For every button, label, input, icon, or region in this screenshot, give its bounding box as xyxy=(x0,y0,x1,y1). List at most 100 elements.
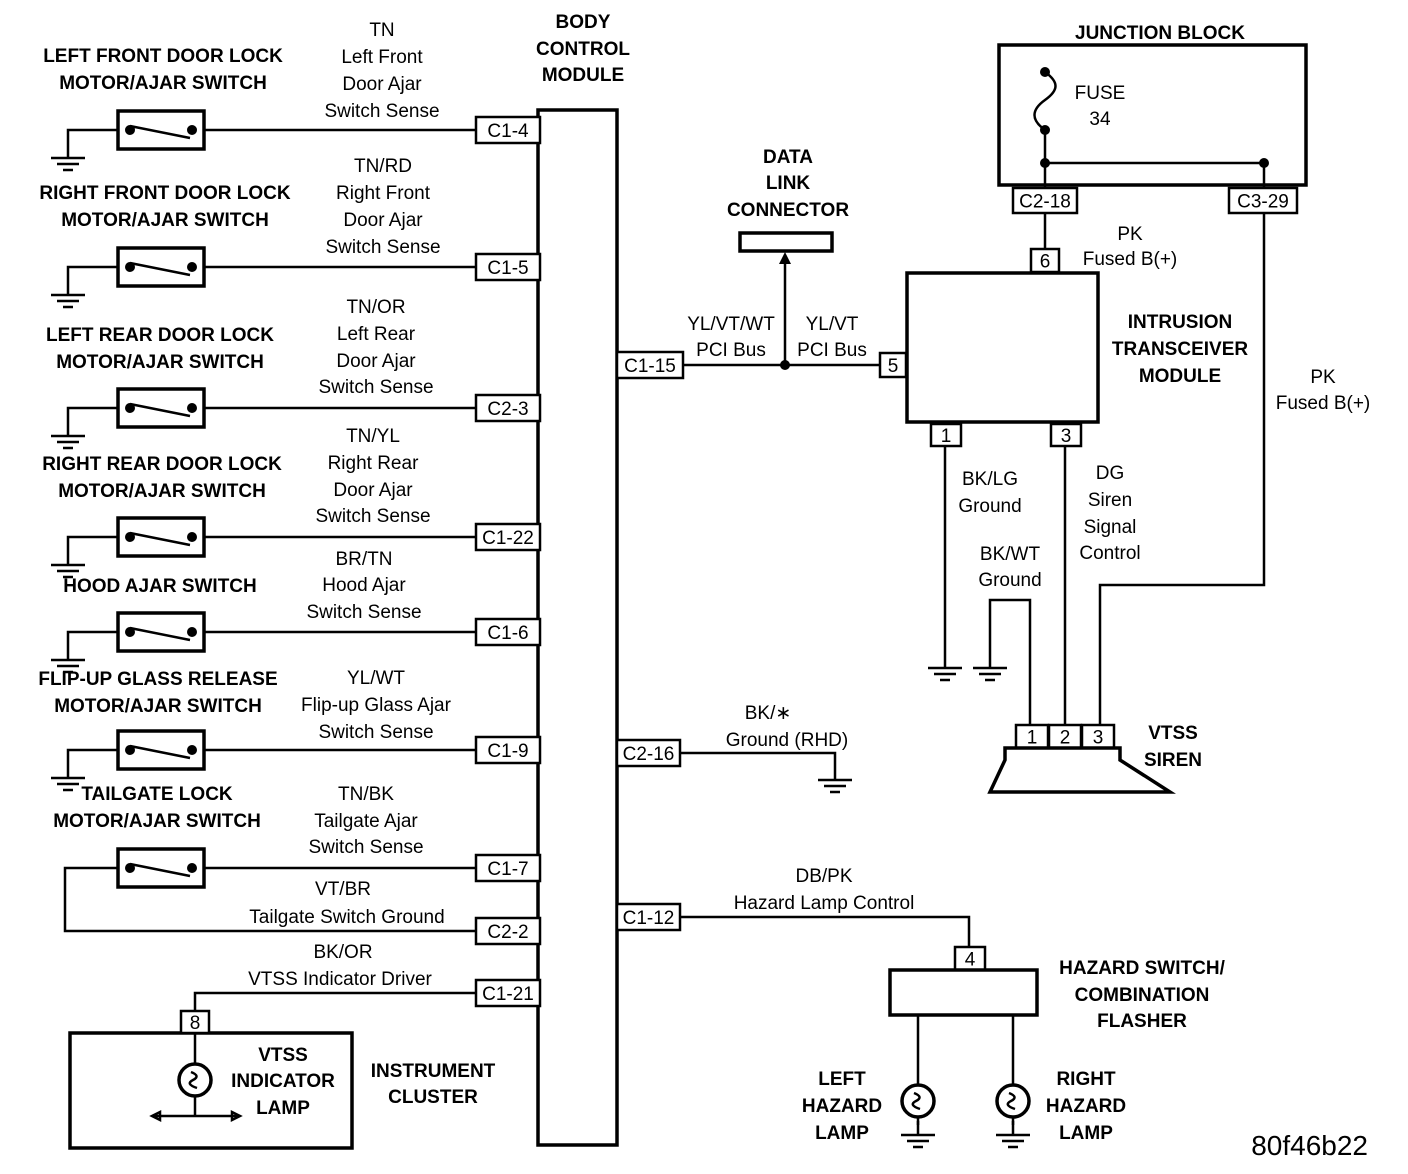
wire-label: Left Rear xyxy=(337,324,416,345)
wire-label: Siren xyxy=(1088,490,1132,511)
wire-label: PK xyxy=(1310,367,1336,388)
switch-contact xyxy=(187,745,197,755)
itm-pin-label: 1 xyxy=(941,426,952,447)
bcm-connector-label: C1-4 xyxy=(487,121,529,142)
wire-label: TN/OR xyxy=(346,297,405,318)
hazard-control-wire xyxy=(680,915,971,947)
indicator-wire xyxy=(193,991,476,1011)
dlc-title: DATA xyxy=(763,147,813,168)
bcm-connector xyxy=(474,115,542,145)
switch-name: RIGHT REAR DOOR LOCK xyxy=(42,454,282,475)
hazard-name: HAZARD SWITCH/ xyxy=(1059,958,1225,979)
bcm-title: CONTROL xyxy=(536,39,630,60)
left-lamp-name: LAMP xyxy=(815,1123,869,1144)
wire-label: DB/PK xyxy=(795,866,852,887)
cluster-pin-label: 8 xyxy=(190,1013,201,1034)
switch-name: MOTOR/AJAR SWITCH xyxy=(56,352,264,373)
siren-power-wire xyxy=(1098,213,1266,725)
ground-icon xyxy=(818,766,852,794)
wire xyxy=(680,751,837,766)
itm-pin xyxy=(878,351,908,379)
bcm-connector xyxy=(474,522,542,552)
switch-name: MOTOR/AJAR SWITCH xyxy=(53,811,261,832)
ground-icon xyxy=(51,551,85,579)
siren-name: SIREN xyxy=(1144,750,1202,771)
ground-icon xyxy=(51,764,85,792)
wire-label: PCI Bus xyxy=(797,340,867,361)
siren-name: VTSS xyxy=(1148,723,1198,744)
siren-ground-wire xyxy=(988,598,1032,725)
double-arrow-icon xyxy=(149,1109,243,1123)
switch-name: LEFT FRONT DOOR LOCK xyxy=(43,46,283,67)
dlc-title: LINK xyxy=(766,173,811,194)
switch-blade xyxy=(129,124,191,140)
filament-icon xyxy=(911,1091,921,1111)
wire-label: Switch Sense xyxy=(325,237,440,258)
wire-label: Door Ajar xyxy=(336,351,416,372)
siren-body xyxy=(987,746,1176,794)
switch-blade xyxy=(129,531,191,547)
bcm-connector xyxy=(474,978,542,1008)
bcm-connector xyxy=(615,902,682,932)
wire-label: Left Front xyxy=(341,47,423,68)
wire-label: Switch Sense xyxy=(306,602,421,623)
wire-label: Flip-up Glass Ajar xyxy=(301,695,452,716)
ground-wire xyxy=(66,748,118,764)
wire-label: TN xyxy=(369,20,394,41)
filament-icon xyxy=(188,1070,198,1090)
wire-label: Control xyxy=(1079,543,1140,564)
wire-label: Switch Sense xyxy=(315,506,430,527)
ground-wire xyxy=(66,128,118,144)
itm-pin-label: 6 xyxy=(1040,252,1051,273)
wire-label: TN/YL xyxy=(346,426,400,447)
ground-icon xyxy=(901,1121,935,1149)
switch-name: MOTOR/AJAR SWITCH xyxy=(59,73,267,94)
ground-icon xyxy=(928,654,962,682)
bcm-connector-label: C2-3 xyxy=(487,399,528,420)
switch-blade xyxy=(129,862,191,878)
bcm-connector-label: C2-16 xyxy=(623,744,675,765)
siren-pin-label: 2 xyxy=(1060,728,1071,749)
wire-label: TN/RD xyxy=(354,156,412,177)
ground-icon xyxy=(996,1121,1030,1149)
wire-label: YL/VT xyxy=(806,314,859,335)
switch-contact xyxy=(187,863,197,873)
dlc-title: CONNECTOR xyxy=(727,200,849,221)
right-lamp-name: LAMP xyxy=(1059,1123,1113,1144)
tailgate-ground-wire xyxy=(63,866,476,933)
switch-name: FLIP-UP GLASS RELEASE xyxy=(38,669,277,690)
wire-label: Hazard Lamp Control xyxy=(734,893,915,914)
itm-name: MODULE xyxy=(1139,366,1221,387)
switch-contact xyxy=(187,262,197,272)
wire-label: Door Ajar xyxy=(342,74,422,95)
wire-label: DG xyxy=(1096,463,1125,484)
bcm-title: BODY xyxy=(556,12,611,33)
ground-icon xyxy=(51,144,85,172)
cluster-name: INSTRUMENT xyxy=(371,1061,496,1082)
switch-blade xyxy=(129,261,191,277)
hazard-name: COMBINATION xyxy=(1075,985,1210,1006)
wire-label: VT/BR xyxy=(315,879,371,900)
wire-label: PK xyxy=(1117,224,1143,245)
hazard-pin-label: 4 xyxy=(965,950,976,971)
wire-label: PCI Bus xyxy=(696,340,766,361)
wire-label: Signal xyxy=(1084,517,1137,538)
bcm-connector xyxy=(474,916,542,946)
itm-pin-label: 5 xyxy=(888,356,899,377)
switch-name: RIGHT FRONT DOOR LOCK xyxy=(39,183,290,204)
wire-label: Fused B(+) xyxy=(1276,393,1371,414)
hazard-name: FLASHER xyxy=(1097,1011,1187,1032)
junction-block xyxy=(997,43,1308,187)
jb-connector-label: C2-18 xyxy=(1019,192,1071,213)
wire-label: YL/VT/WT xyxy=(687,314,775,335)
wire-label: BK/∗ xyxy=(745,703,792,724)
wire-label: Right Front xyxy=(336,183,431,204)
bcm-connector-label: C1-12 xyxy=(623,908,675,929)
wire-label: Right Rear xyxy=(328,453,419,474)
left-lamp-name: HAZARD xyxy=(802,1096,882,1117)
hazard-switch-flasher xyxy=(888,968,1039,1017)
bcm-title: MODULE xyxy=(542,65,624,86)
wire-label: Ground (RHD) xyxy=(726,730,848,751)
fuse-label: 34 xyxy=(1089,109,1111,130)
